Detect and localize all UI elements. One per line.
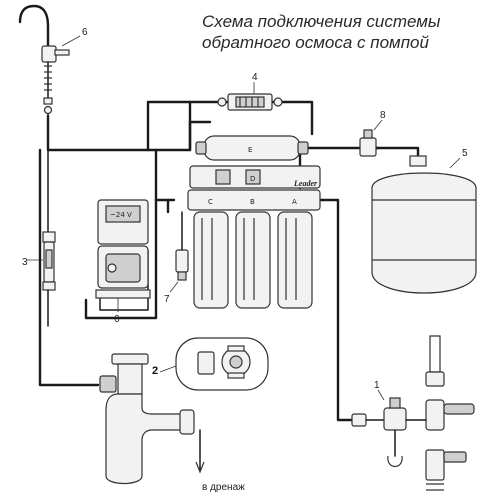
filter-top-block: D Leader	[189, 165, 321, 189]
cartridge-label-b: B	[250, 198, 255, 206]
shutoff-valve	[359, 119, 383, 157]
faucet	[18, 4, 81, 115]
callout-pump: 6	[114, 314, 120, 325]
diagram-title-line-1: Схема подключения системы	[202, 12, 441, 31]
cartridge-label-a: A	[292, 198, 297, 206]
flow-valve	[217, 82, 283, 111]
brand-label: Leader	[293, 179, 318, 188]
membrane-label-e: E	[248, 146, 252, 154]
drain-saddle-detail	[159, 337, 269, 391]
membrane-label-d: D	[250, 175, 255, 183]
callout-flow-valve: 4	[252, 72, 258, 83]
booster-pump: ~24 V	[95, 199, 151, 312]
pipe-network	[38, 100, 420, 422]
callout-restrictor: 3	[22, 257, 28, 268]
storage-tank	[371, 155, 477, 294]
feed-angle-valve	[351, 335, 475, 491]
prefilter-block: C B A	[187, 189, 321, 309]
pump-voltage-label: ~24 V	[110, 211, 132, 219]
callout-tank: 5	[462, 148, 468, 159]
callout-faucet: 6	[82, 27, 88, 38]
callout-shutoff-valve: 8	[380, 110, 386, 121]
callout-drain-saddle: 2	[152, 365, 158, 377]
low-pressure-switch	[169, 211, 189, 293]
callout-pressure-switch: 7	[164, 294, 170, 305]
diagram-title-line-2: обратного осмоса с помпой	[202, 33, 430, 52]
membrane-housing: E	[195, 135, 309, 161]
callout-feed-valve: 1	[374, 380, 380, 391]
cartridge-label-c: C	[208, 198, 213, 206]
drain-label: в дренаж	[202, 482, 245, 493]
sink-siphon	[99, 353, 205, 485]
